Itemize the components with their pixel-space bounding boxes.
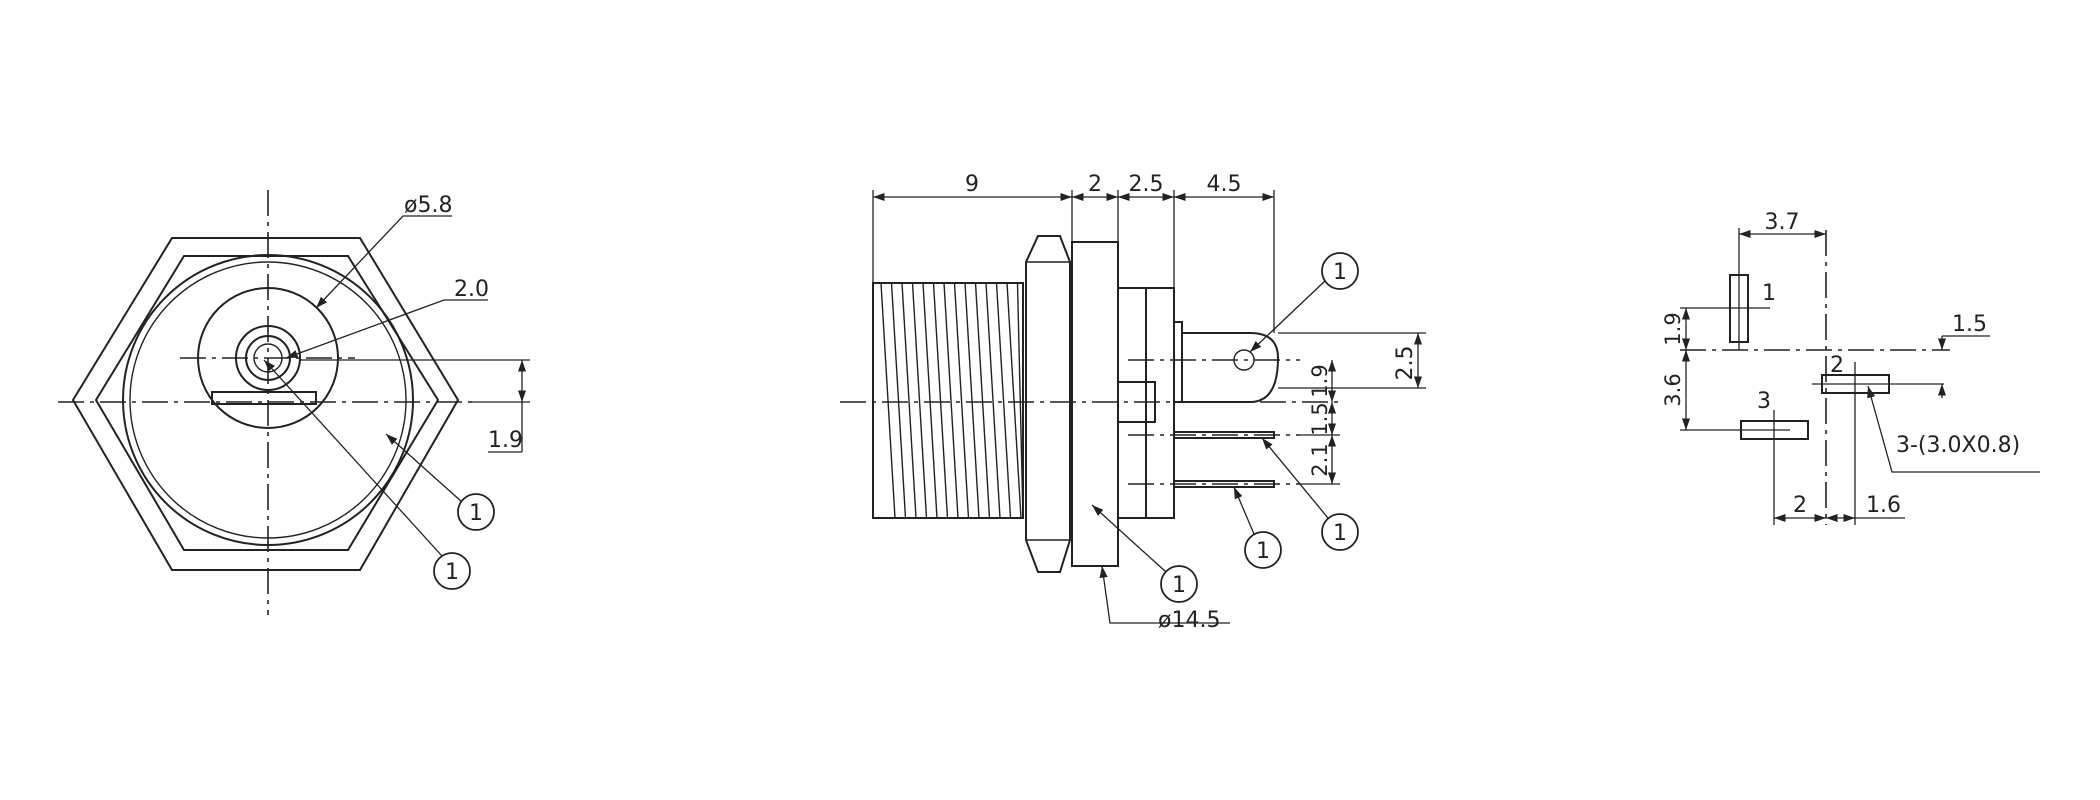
side-callout-top-leader bbox=[1249, 279, 1327, 353]
barrel-threads bbox=[880, 282, 1024, 519]
thread-line bbox=[901, 282, 917, 519]
vertical-spacing-label: 3.6 bbox=[1661, 373, 1685, 406]
contact-spring bbox=[211, 391, 317, 405]
thread-line bbox=[922, 282, 938, 519]
front-callout-b bbox=[433, 552, 471, 590]
pad-3-label: 3 bbox=[1757, 389, 1771, 414]
bore-diameter-label: ø5.8 bbox=[404, 193, 452, 218]
thread-line bbox=[932, 282, 949, 519]
front-callout-a bbox=[457, 493, 495, 531]
side-callout-low-leader bbox=[1233, 486, 1255, 535]
terminal-length-label: 4.5 bbox=[1207, 172, 1242, 197]
pad2-width-label: 1.6 bbox=[1866, 493, 1901, 518]
terminal-collar bbox=[1173, 321, 1183, 403]
front-callout-a-label: 1 bbox=[469, 501, 483, 526]
side-callout-mid-leader bbox=[1261, 437, 1329, 519]
hex-nut-inner-outline bbox=[94, 255, 440, 551]
spacing-b-label: 1.5 bbox=[1308, 402, 1332, 435]
flange-diameter-label: ø14.5 bbox=[1158, 608, 1220, 633]
side-callout-low-label: 1 bbox=[1256, 539, 1270, 564]
width-label: 3.7 bbox=[1765, 210, 1800, 235]
spacing-a-label: 1.9 bbox=[1308, 364, 1332, 397]
thread-line bbox=[880, 282, 896, 519]
pin-diameter-leader bbox=[285, 299, 488, 359]
nut-width-label: 2 bbox=[1088, 172, 1102, 197]
side-callout-top-label: 1 bbox=[1333, 260, 1347, 285]
bore-diameter-leader bbox=[315, 215, 452, 309]
slot-note-leader bbox=[1867, 385, 2040, 473]
side-callout-bottom bbox=[1160, 565, 1198, 603]
terminal-height-label: 2.5 bbox=[1393, 346, 1418, 381]
front-callout-b-label: 1 bbox=[445, 560, 459, 585]
thread-line bbox=[911, 282, 928, 519]
front-callout-a-leader bbox=[385, 433, 463, 503]
hex-nut-outline bbox=[71, 237, 460, 571]
thread-line bbox=[1006, 282, 1022, 519]
nut-profile bbox=[1025, 235, 1071, 573]
side-callout-low bbox=[1244, 531, 1282, 569]
pad-1-label: 1 bbox=[1762, 281, 1776, 306]
thread-line bbox=[890, 282, 907, 519]
pin-offset-label: 1.9 bbox=[488, 428, 523, 453]
side-callout-bottom-label: 1 bbox=[1172, 573, 1186, 598]
spacing-c-label: 2.1 bbox=[1308, 443, 1332, 476]
thread-line bbox=[985, 282, 1001, 519]
pad3-offset-label: 2 bbox=[1793, 493, 1807, 518]
thread-line bbox=[953, 282, 970, 519]
front-view: ø5.8 2.0 1.9 1 1 bbox=[58, 190, 530, 615]
pad-2-label: 2 bbox=[1830, 353, 1844, 378]
threaded-barrel bbox=[872, 282, 1024, 519]
side-callout-bottom-leader bbox=[1091, 504, 1167, 573]
thread-line bbox=[964, 282, 980, 519]
pad2-offset-label: 1.5 bbox=[1952, 312, 1987, 337]
thread-line bbox=[974, 282, 991, 519]
slot-note-label: 3-(3.0X0.8) bbox=[1896, 433, 2020, 458]
side-callout-mid bbox=[1321, 513, 1359, 551]
thread-line bbox=[943, 282, 959, 519]
thread-line bbox=[995, 282, 1012, 519]
thread-line bbox=[1016, 282, 1024, 519]
pin-diameter-label: 2.0 bbox=[454, 277, 489, 302]
thread-length-label: 9 bbox=[965, 172, 979, 197]
top-terminal bbox=[1182, 332, 1280, 403]
flange-step-label: 2.5 bbox=[1129, 172, 1164, 197]
flange-diameter-leader bbox=[1099, 565, 1230, 624]
pcb-footprint: 3.7 1 2 3 1.9 3.6 1.5 2 1.6 3-(3.0X0.8) bbox=[1661, 210, 2040, 525]
flange bbox=[1071, 241, 1119, 567]
pad1-offset-label: 1.9 bbox=[1661, 312, 1685, 345]
side-view: 9 2 2.5 4.5 2.5 1.9 1.5 2.1 1 1 1 1 ø14.… bbox=[840, 172, 1426, 633]
side-callout-top bbox=[1321, 252, 1359, 290]
side-callout-mid-label: 1 bbox=[1333, 521, 1347, 546]
front-callout-b-leader bbox=[263, 359, 443, 557]
